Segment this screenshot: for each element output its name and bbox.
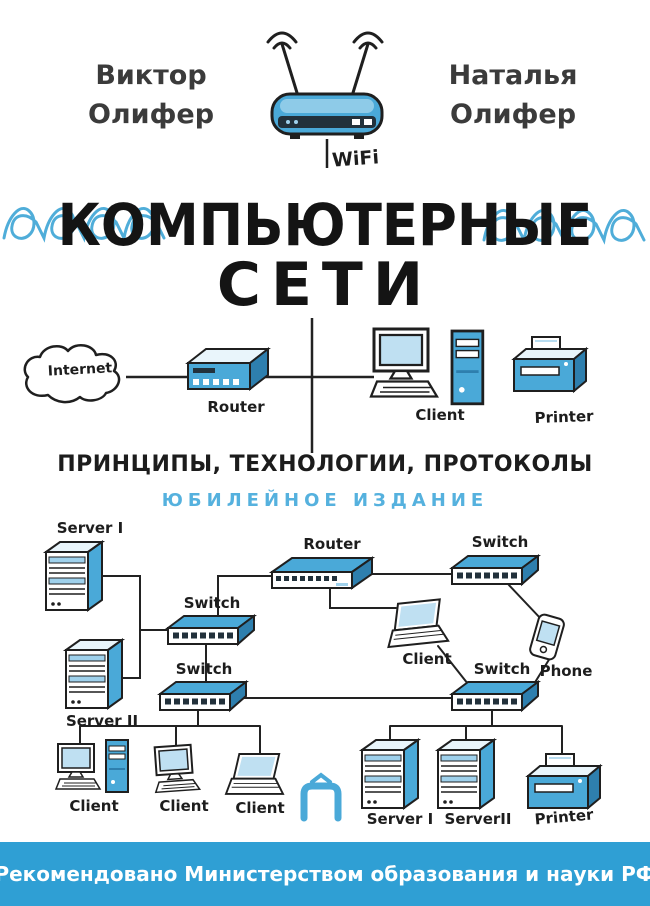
recommendation-banner: Рекомендовано Министерством образования …	[0, 842, 650, 906]
wifi-label: WiFi	[331, 146, 380, 172]
client-laptop2-label: Client	[235, 799, 285, 817]
switch-top-right-label: Switch	[471, 533, 529, 551]
author-left-first: Виктор	[95, 60, 207, 91]
author-left-last: Олифер	[87, 99, 215, 131]
client-label: Client	[415, 406, 465, 424]
switch-icon	[167, 615, 255, 645]
phone-icon	[527, 612, 567, 662]
client-tower-icon	[105, 739, 129, 793]
wifi-router-icon	[266, 31, 384, 168]
server1-top-label: Server I	[56, 519, 124, 537]
printer-icon	[527, 753, 601, 809]
server2-left-label: Server II	[65, 712, 139, 730]
publisher-logo-icon	[300, 772, 342, 822]
router-bottom-label: Router	[303, 535, 361, 553]
server2-bottom-label: ServerII	[444, 810, 512, 828]
recommendation-text: Рекомендовано Министерством образования …	[0, 862, 650, 886]
client-monitor-icon	[55, 743, 101, 790]
client-laptop-label: Client	[402, 650, 452, 668]
printer-icon	[513, 336, 587, 392]
laptop-icon	[225, 753, 284, 795]
server-icon	[45, 541, 103, 611]
router-icon	[271, 557, 373, 589]
switch-mid-center-label: Switch	[175, 660, 233, 678]
switch-bottom-right-label: Switch	[473, 660, 531, 678]
client-monitor-label: Client	[159, 797, 209, 815]
server-icon	[437, 739, 495, 809]
switch-icon	[451, 681, 539, 711]
phone-label: Phone	[539, 662, 593, 680]
laptop-icon	[383, 597, 450, 649]
book-title-line2: СЕТИ	[216, 250, 434, 320]
edition-note: ЮБИЛЕЙНОЕ ИЗДАНИЕ	[161, 490, 489, 511]
router-device-icon	[185, 346, 271, 392]
squiggle-left-icon	[2, 207, 166, 243]
squiggle-right-icon	[482, 209, 646, 245]
book-title-line1: КОМПЬЮТЕРНЫЕ	[57, 192, 593, 260]
network-diagram-middle	[23, 318, 587, 453]
server-icon	[361, 739, 419, 809]
client-monitor-icon	[369, 327, 439, 398]
switch-mid-left-label: Switch	[183, 594, 241, 612]
connection-lines	[79, 573, 563, 755]
router-label: Router	[207, 398, 265, 416]
internet-cloud-icon	[23, 343, 121, 404]
server1-bottom-label: Server I	[366, 810, 434, 828]
client-monitor-icon	[151, 743, 201, 794]
author-right: Наталья Олифер	[438, 56, 588, 134]
client-tower-icon	[450, 329, 485, 406]
switch-icon	[451, 555, 539, 585]
switch-icon	[159, 681, 247, 711]
author-right-last: Олифер	[449, 99, 577, 131]
network-diagram-bottom	[45, 541, 601, 822]
author-right-first: Наталья	[448, 60, 578, 91]
printer-label: Printer	[534, 406, 594, 428]
client-desktop-label: Client	[69, 797, 119, 815]
author-left: Виктор Олифер	[84, 56, 218, 134]
subtitle: ПРИНЦИПЫ, ТЕХНОЛОГИИ, ПРОТОКОЛЫ	[57, 452, 593, 477]
server-icon	[65, 639, 123, 709]
